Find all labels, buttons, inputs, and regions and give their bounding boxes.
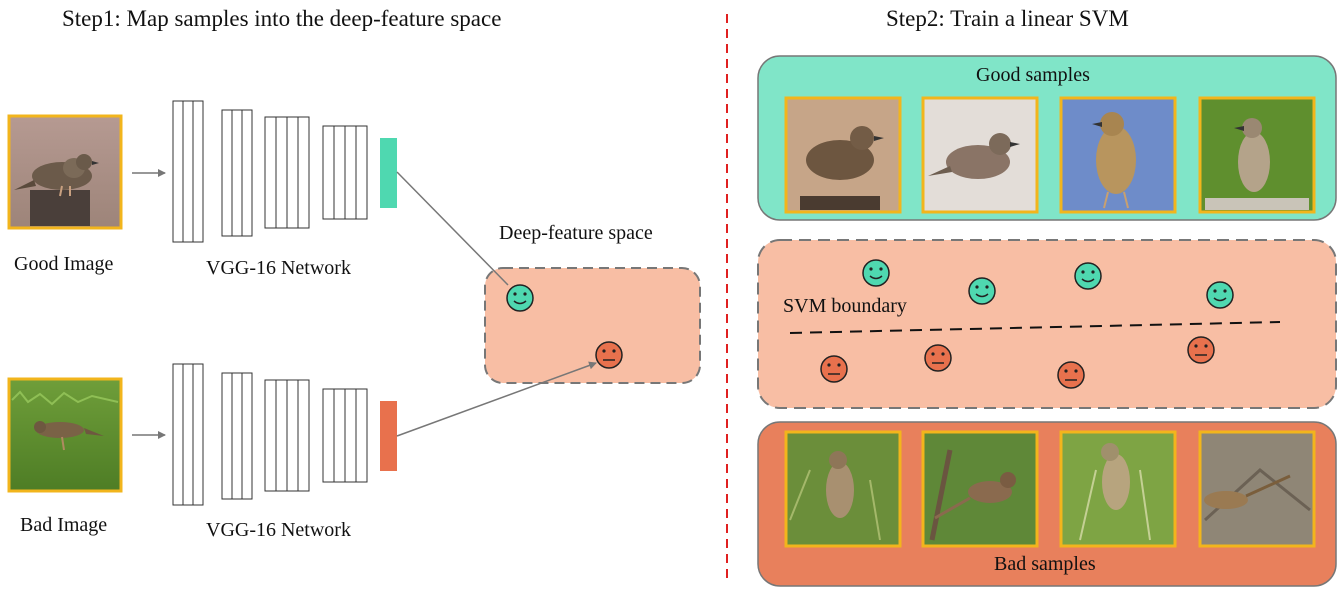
svm-feature-box [757, 239, 1337, 409]
bad-samples-label: Bad samples [994, 553, 1096, 575]
bad-point-1-icon [820, 355, 848, 383]
svm-boundary-label: SVM boundary [783, 295, 907, 317]
bad-input-image [7, 377, 123, 493]
bad-point-2-icon [924, 344, 952, 372]
svm-boundary-line [789, 321, 1281, 334]
good-sample-2 [921, 96, 1039, 214]
good-feature-point-icon [506, 284, 534, 312]
good-sample-4 [1198, 96, 1316, 214]
bad-point-3-icon [1057, 361, 1085, 389]
good-samples-label: Good samples [976, 64, 1090, 86]
bad-sample-1 [784, 430, 902, 548]
network-label-top: VGG-16 Network [206, 257, 351, 279]
step2-title: Step2: Train a linear SVM [886, 6, 1129, 31]
step1-title: Step1: Map samples into the deep-feature… [62, 6, 502, 31]
bad-sample-3 [1059, 430, 1177, 548]
deep-feature-space-box [484, 267, 701, 384]
good-image-label: Good Image [14, 253, 114, 275]
bad-point-4-icon [1187, 336, 1215, 364]
vgg-network-bottom [172, 363, 368, 506]
line-good-to-space [396, 171, 509, 286]
bad-sample-4 [1198, 430, 1316, 548]
good-samples-panel [757, 55, 1337, 221]
bad-sample-2 [921, 430, 1039, 548]
good-point-1-icon [862, 259, 890, 287]
good-feature-vector [380, 138, 397, 208]
good-sample-3 [1059, 96, 1177, 214]
bad-image-label: Bad Image [20, 514, 108, 536]
vgg-network-top [172, 100, 368, 243]
bad-samples-panel [757, 421, 1337, 587]
good-point-4-icon [1206, 281, 1234, 309]
bad-feature-vector [380, 401, 397, 471]
feature-space-label: Deep-feature space [499, 222, 653, 244]
good-point-2-icon [968, 277, 996, 305]
good-sample-1 [784, 96, 902, 214]
bad-feature-point-icon [595, 341, 623, 369]
good-point-3-icon [1074, 262, 1102, 290]
good-input-image [7, 114, 123, 230]
network-label-bottom: VGG-16 Network [206, 519, 351, 541]
arrow-bad-to-space [396, 361, 597, 437]
